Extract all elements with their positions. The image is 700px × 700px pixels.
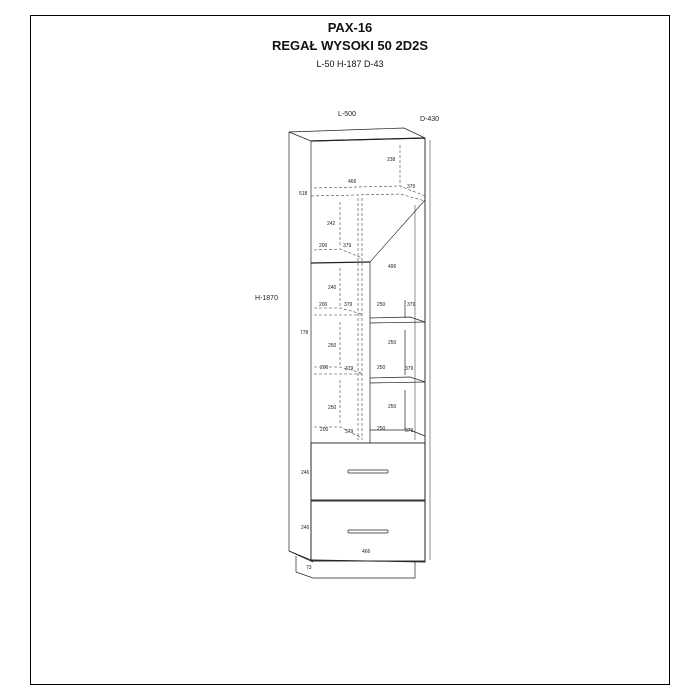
drawer-1-front	[310, 442, 426, 501]
dim-left-upper-width: 200	[319, 243, 328, 249]
drawer-1-handle	[347, 469, 389, 474]
dim-right-lower-depth-2: 379	[405, 428, 414, 434]
dim-left-upper-height: 242	[327, 221, 336, 227]
dim-plinth-height: 73	[306, 565, 312, 571]
drawing-sheet-border	[30, 15, 670, 685]
dim-right-lower-height-2: 250	[388, 404, 397, 410]
dim-right-mid-width: 250	[377, 302, 386, 308]
dim-top-open-height: 238	[387, 157, 396, 163]
dim-left-lower-depth-1: 379	[345, 366, 354, 372]
drawer-2-front	[310, 500, 426, 562]
dim-right-lower-width-1: 250	[377, 365, 386, 371]
dim-drawer-2-height: 246	[301, 525, 310, 531]
drawing-dimensions-summary: L-50 H-187 D-43	[316, 59, 384, 69]
width-label: L-500	[338, 111, 356, 118]
dim-right-lower-height-1: 250	[388, 340, 397, 346]
dim-top-shelf-width: 466	[348, 179, 357, 185]
dim-right-lower-depth-1: 379	[405, 366, 414, 372]
drawing-title: REGAŁ WYSOKI 50 2D2S	[271, 38, 429, 53]
dim-left-lower-height-1: 250	[328, 343, 337, 349]
cabinet-front-frame	[310, 137, 426, 563]
dim-left-lower-height-2: 250	[328, 405, 337, 411]
height-label: H-1870	[255, 295, 278, 302]
dim-left-mid-depth: 379	[344, 302, 353, 308]
dim-left-mid-width: 200	[319, 302, 328, 308]
dim-right-lower-width-2: 250	[377, 426, 386, 432]
dim-left-lower-depth-2: 379	[345, 429, 354, 435]
dim-drawer-1-height: 246	[301, 470, 310, 476]
plinth	[295, 556, 416, 579]
dim-left-upper-depth: 379	[343, 243, 352, 249]
dim-upper-section-height: 518	[299, 191, 308, 197]
drawing-code: PAX-16	[327, 20, 373, 35]
dim-door-height: 496	[388, 264, 397, 270]
dim-left-lower-width-2: 200	[320, 427, 329, 433]
dim-top-shelf-depth: 379	[407, 184, 416, 190]
dim-right-mid-depth: 379	[407, 302, 416, 308]
dim-left-lower-width-1: 200	[320, 365, 329, 371]
dim-drawer-width: 466	[362, 549, 371, 555]
drawer-2-handle	[347, 529, 389, 534]
depth-label: D-430	[420, 116, 439, 123]
dim-left-mid-height: 240	[328, 285, 337, 291]
dim-middle-section-height: 778	[300, 330, 309, 336]
